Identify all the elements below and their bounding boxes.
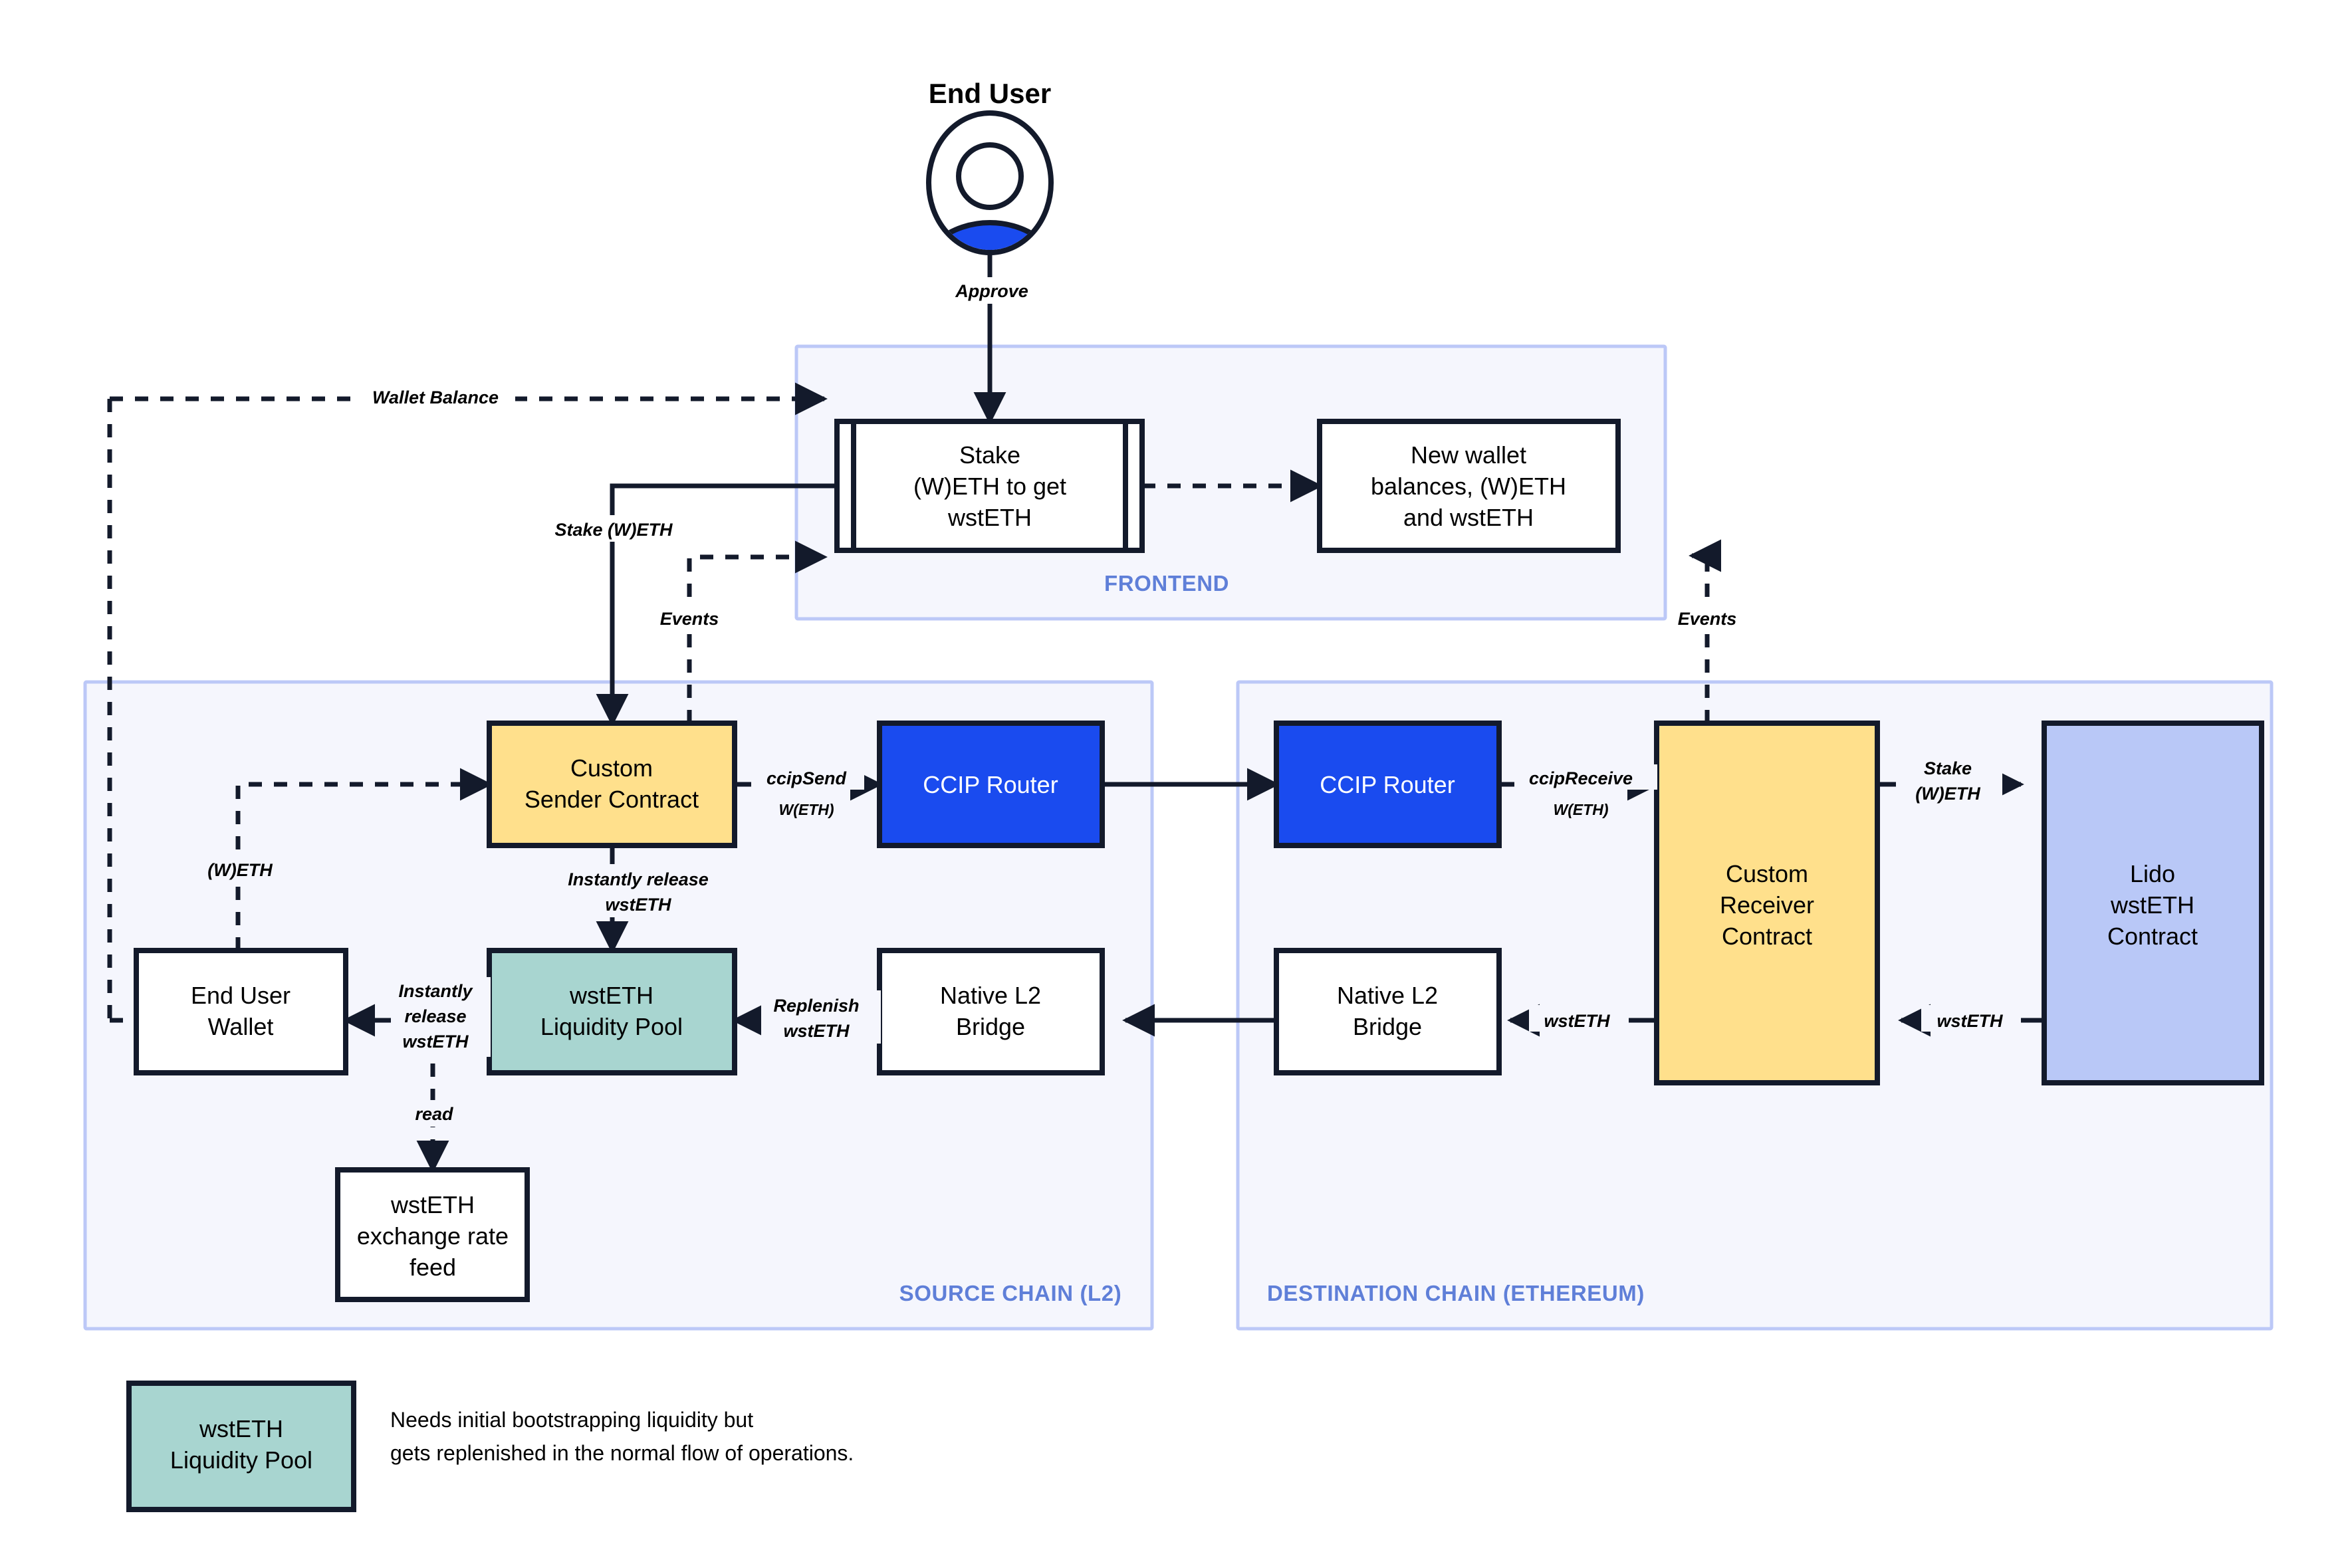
edge-label-release-wallet-line2: release xyxy=(404,1006,466,1026)
edge-label-ccip-send: ccipSend xyxy=(766,768,847,788)
user-avatar-icon xyxy=(926,110,1054,255)
node-stake-ui[interactable]: Stake (W)ETH to get wstETH xyxy=(834,419,1145,553)
edge-label-wallet-balance: Wallet Balance xyxy=(372,388,499,407)
edge-label-release-pool-line1: Instantly release xyxy=(568,869,709,889)
node-stake-ui-line2: (W)ETH to get xyxy=(913,473,1066,500)
zone-label-source: SOURCE CHAIN (L2) xyxy=(899,1281,1122,1305)
legend-swatch-line2: Liquidity Pool xyxy=(170,1446,312,1474)
edge-label-receiver-wsteth: wstETH xyxy=(1544,1011,1610,1031)
edge-label-weth: (W)ETH xyxy=(207,860,273,880)
node-receiver-line3: Contract xyxy=(1722,923,1812,950)
node-native-l2-bridge-destination[interactable]: Native L2 Bridge xyxy=(1274,948,1502,1075)
node-balances-line2: balances, (W)ETH xyxy=(1371,473,1566,500)
node-new-balances[interactable]: New wallet balances, (W)ETH and wstETH xyxy=(1317,419,1621,553)
edge-stake-weth xyxy=(596,483,837,727)
node-router-dst-label: CCIP Router xyxy=(1320,771,1455,798)
node-pool-line2: Liquidity Pool xyxy=(540,1013,683,1040)
node-receiver-line2: Receiver xyxy=(1720,891,1814,919)
edge-label-release-wallet-line1: Instantly xyxy=(398,981,473,1001)
node-balances-line3: and wstETH xyxy=(1403,504,1534,531)
node-custom-receiver-contract[interactable]: Custom Receiver Contract xyxy=(1654,721,1880,1085)
edge-label-ccip-send-sub: W(ETH) xyxy=(778,801,834,818)
node-wsteth-exchange-rate-feed[interactable]: wstETH exchange rate feed xyxy=(335,1167,530,1302)
node-feed-line2: exchange rate xyxy=(357,1222,509,1250)
edge-label-events-source: Events xyxy=(660,609,719,629)
node-lido-wsteth-contract[interactable]: Lido wstETH Contract xyxy=(2042,721,2264,1085)
node-lido-line1: Lido xyxy=(2130,860,2175,887)
edge-label-replenish-line2: wstETH xyxy=(783,1021,850,1041)
node-sender-line1: Custom xyxy=(570,754,653,782)
legend-note-line2: gets replenished in the normal flow of o… xyxy=(390,1441,854,1465)
node-feed-line3: feed xyxy=(410,1254,456,1281)
node-stake-ui-line3: wstETH xyxy=(947,504,1032,531)
edge-events-destination xyxy=(1689,539,1722,723)
node-router-src-label: CCIP Router xyxy=(923,771,1058,798)
legend-swatch-line1: wstETH xyxy=(199,1415,283,1442)
node-wallet-line1: End User xyxy=(191,982,291,1009)
zone-label-destination: DESTINATION CHAIN (ETHEREUM) xyxy=(1267,1281,1645,1305)
page-title: End User xyxy=(929,78,1051,109)
edge-label-stake-lido-line2: (W)ETH xyxy=(1915,784,1980,804)
node-wallet-line2: Wallet xyxy=(208,1013,274,1040)
edge-label-events-destination: Events xyxy=(1678,609,1737,629)
edge-label-release-wallet-line3: wstETH xyxy=(402,1032,469,1052)
edge-label-lido-wsteth: wstETH xyxy=(1937,1011,2003,1031)
edge-weth-in xyxy=(235,768,493,951)
node-bridge-dst-line1: Native L2 xyxy=(1337,982,1438,1009)
node-balances-line1: New wallet xyxy=(1411,441,1526,469)
node-lido-line2: wstETH xyxy=(2110,891,2194,919)
zone-label-frontend: FRONTEND xyxy=(1104,571,1229,596)
edge-label-ccip-receive-sub: W(ETH) xyxy=(1553,801,1608,818)
node-pool-line1: wstETH xyxy=(569,982,653,1009)
node-ccip-router-source[interactable]: CCIP Router xyxy=(877,721,1105,848)
edge-label-read: read xyxy=(415,1104,453,1124)
node-native-l2-bridge-source[interactable]: Native L2 Bridge xyxy=(877,948,1105,1075)
edge-label-release-pool-line2: wstETH xyxy=(605,895,671,915)
node-feed-line1: wstETH xyxy=(390,1191,475,1218)
node-bridge-src-line2: Bridge xyxy=(956,1013,1025,1040)
node-custom-sender-contract[interactable]: Custom Sender Contract xyxy=(487,721,737,848)
user-body-icon xyxy=(931,220,1048,250)
node-lido-line3: Contract xyxy=(2107,923,2198,950)
legend-note-line1: Needs initial bootstrapping liquidity bu… xyxy=(390,1408,753,1432)
node-stake-ui-line1: Stake xyxy=(959,441,1020,469)
edge-label-replenish-line1: Replenish xyxy=(773,996,859,1016)
node-bridge-src-line1: Native L2 xyxy=(940,982,1041,1009)
node-ccip-router-destination[interactable]: CCIP Router xyxy=(1274,721,1502,848)
node-bridge-dst-line2: Bridge xyxy=(1353,1013,1422,1040)
legend-swatch-liquidity-pool xyxy=(126,1381,356,1512)
legend: wstETH Liquidity Pool Needs initial boot… xyxy=(126,1381,854,1512)
edge-label-approve: Approve xyxy=(955,281,1028,301)
edge-label-stake-weth: Stake (W)ETH xyxy=(554,520,673,540)
edge-label-stake-lido-line1: Stake xyxy=(1924,758,1972,778)
edge-events-source xyxy=(687,540,828,723)
node-sender-line2: Sender Contract xyxy=(525,786,699,813)
node-wsteth-liquidity-pool[interactable]: wstETH Liquidity Pool xyxy=(487,948,737,1075)
user-head-icon xyxy=(956,142,1024,210)
edge-label-ccip-receive: ccipReceive xyxy=(1529,768,1633,788)
node-receiver-line1: Custom xyxy=(1726,860,1808,887)
node-end-user-wallet[interactable]: End User Wallet xyxy=(134,948,348,1075)
avatar xyxy=(926,110,1054,255)
